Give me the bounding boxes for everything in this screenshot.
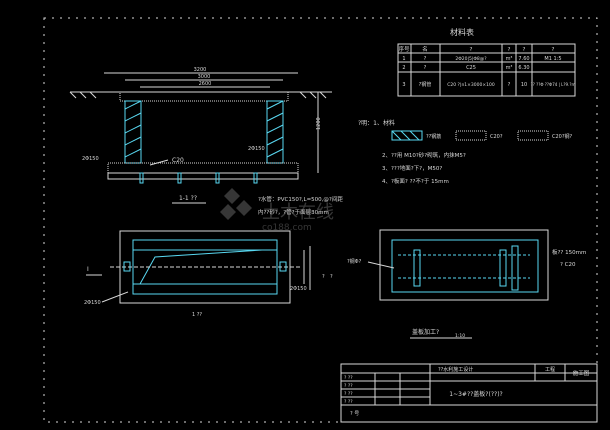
- legend-swatch-1: [391, 130, 423, 141]
- title-block-border: [340, 363, 598, 423]
- legend-item-3: C20?钢?: [552, 133, 573, 140]
- header-5: ?: [552, 47, 555, 53]
- row2-unit: m³: [506, 65, 513, 71]
- plan-caption: 1 ??: [192, 312, 202, 318]
- title-sheet-no: ? 号: [350, 411, 359, 417]
- title-row-3: ? ??: [344, 391, 353, 397]
- row1-unit: m³: [506, 56, 513, 62]
- header-0: 序号: [398, 45, 410, 53]
- note-3: 3、???地面?下?，M50?: [382, 164, 442, 172]
- plan-label-right: 2Φ150: [290, 286, 307, 292]
- title-block: ??水利施工设计 工程 施工图 1~3#??盖板?(??)? ? ?? ? ??…: [340, 363, 598, 423]
- label-c20: C20: [172, 157, 184, 164]
- plan-inner: [132, 239, 278, 295]
- legend-item-2: C20?: [490, 134, 503, 140]
- row3-qty: 10: [521, 82, 527, 88]
- title-project: 工程: [545, 366, 555, 373]
- row2-qty: 6.30: [518, 65, 529, 71]
- row3-note: ?? ??Φ ??Φ74 | L?9.?m: [531, 82, 576, 87]
- row3-spec: C20 ?|n1×3000×100: [447, 82, 495, 88]
- note-2: 2、??用 M10?砂?砌筑，内抹M5?: [382, 151, 466, 159]
- row3-no: 3: [402, 82, 405, 88]
- watermark-url: co188.com: [262, 223, 312, 233]
- dim-inner: 2600: [199, 81, 212, 87]
- table-border: [397, 43, 576, 97]
- row1-no: 1: [402, 56, 405, 62]
- plan-dim-a: ?: [322, 274, 325, 280]
- legend-title: ?明：1、材料: [358, 119, 395, 127]
- row2-no: 2: [402, 65, 405, 71]
- slab-label-concrete: ? C20: [560, 262, 576, 268]
- row1-name: ?: [424, 56, 427, 62]
- header-1: 名: [422, 45, 428, 53]
- dim-mid: 3000: [198, 74, 211, 80]
- legend-swatch-3: [517, 130, 549, 141]
- row2-name: ?: [424, 65, 427, 71]
- row1-qty: 7.60: [518, 56, 529, 62]
- slab-caption-scale: 1:10: [455, 333, 465, 339]
- base-slab: [107, 162, 299, 174]
- legend-item-1: ??钢筋: [426, 133, 441, 140]
- legend-swatch-2: [455, 130, 487, 141]
- plan-diagonal: [139, 249, 263, 285]
- row3-name: ?钢管: [419, 81, 432, 88]
- row1-note: M1 1:5: [544, 56, 561, 62]
- title-company: ??水利施工设计: [438, 366, 473, 373]
- plan-view: I 2Φ150 2Φ150 ? ? 1 ??: [84, 230, 333, 318]
- legend-notes: ?明：1、材料 ??钢筋 C20? C20?钢? 2、??用 M10?砂?砌筑，…: [358, 119, 573, 185]
- slab-caption: 盖板加工?: [412, 328, 439, 336]
- dim-right: 1200: [316, 117, 322, 130]
- section-caption: 1-1 ??: [179, 195, 197, 202]
- title-stage: 施工图: [573, 369, 590, 377]
- materials-table: 材料表 序号 名 ? ? ? ? 1 ? 2Φ20|5|Φ8@? m³ 7.60…: [397, 27, 576, 97]
- slab-inner: [391, 239, 539, 293]
- dim-outer: 3200: [194, 67, 207, 73]
- label-2phi150b: 2Φ150: [248, 146, 265, 152]
- watermark: 土木在线 co188.com: [220, 188, 334, 233]
- slab-detail: ?钢Φ? 板?? 150mm ? C20 盖板加工? 1:10: [347, 229, 586, 339]
- row1-spec: 2Φ20|5|Φ8@?: [455, 56, 487, 62]
- row3-unit: ?: [508, 82, 511, 88]
- row2-spec: C25: [466, 65, 476, 71]
- drawing-frame: [43, 17, 598, 423]
- header-2: ?: [470, 47, 473, 53]
- slab-label-thickness: 板?? 150mm: [552, 248, 586, 256]
- base-cushion: [107, 172, 299, 180]
- cover-slab: [119, 91, 289, 102]
- section-note-1: ?水管：PVC150?,L=500,@?间距: [258, 195, 343, 203]
- watermark-logo: [220, 188, 252, 220]
- header-3: ?: [508, 47, 511, 53]
- title-row-4: ? ??: [344, 399, 353, 405]
- plan-dim-b: ?: [330, 274, 333, 280]
- label-2phi150: 2Φ150: [82, 156, 99, 162]
- slab-label-left: ?钢Φ?: [347, 258, 362, 265]
- plan-outer: [119, 230, 291, 304]
- title-row-1: ? ??: [344, 375, 353, 381]
- note-4: 4、?板面? ??不?于 15mm: [382, 177, 449, 185]
- plan-label-2phi150: 2Φ150: [84, 300, 101, 306]
- drawing-title: 1~3#??盖板?(??)?: [449, 390, 502, 398]
- section-note-2: 内??砂?，?管?于面层30mm: [258, 208, 329, 216]
- materials-table-title: 材料表: [450, 27, 474, 37]
- plan-section-mark: I: [87, 266, 89, 273]
- header-4: ?: [523, 47, 526, 53]
- section-1-1: 3200 3000 2600 1200 C20 2Φ150 2Φ150 1-1 …: [69, 67, 343, 216]
- watermark-text: 土木在线: [262, 202, 334, 223]
- title-row-2: ? ??: [344, 383, 353, 389]
